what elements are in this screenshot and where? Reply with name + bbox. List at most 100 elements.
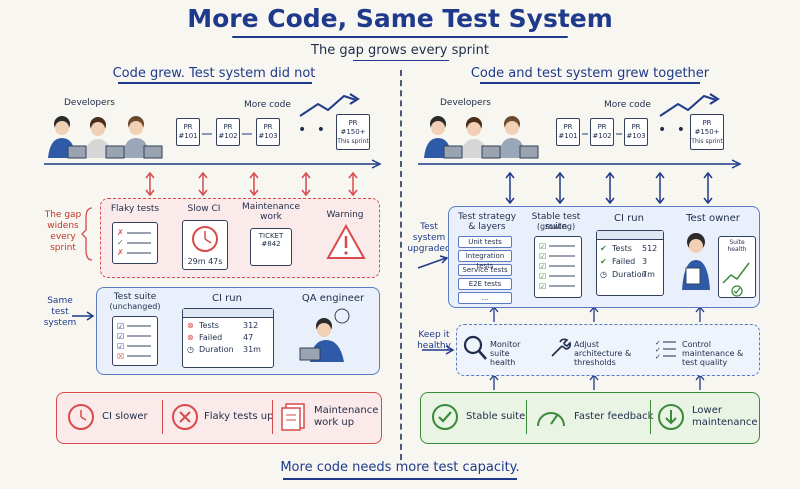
warning-label: Warning: [326, 210, 364, 220]
pr-card: PR#101: [176, 118, 200, 146]
checklist-icon: ✓ ✓ ✓: [655, 339, 676, 361]
pr-card: PR#101: [556, 118, 580, 146]
svg-text:✓: ✓: [117, 238, 124, 247]
developer-icon: [498, 116, 526, 158]
check-circle-icon: ✔: [600, 244, 607, 253]
right-developers-illustration: [424, 116, 539, 159]
down-arrow-circle-icon: [658, 404, 684, 430]
check-circle-icon: [432, 404, 458, 430]
left-more-code-label: More code: [244, 100, 291, 110]
ellipsis: • •: [658, 122, 688, 138]
pr-card: PR#102: [590, 118, 614, 146]
suite-note: (unchanged): [109, 302, 161, 311]
svg-text:✓: ✓: [655, 346, 661, 354]
svg-text:☑: ☑: [539, 282, 546, 291]
separator: [526, 400, 527, 434]
svg-text:☑: ☑: [539, 272, 546, 281]
svg-text:☑: ☑: [539, 262, 546, 271]
check-circle-icon: ✔: [600, 257, 607, 266]
qa-engineer-illustration: [299, 308, 350, 362]
layers-stack: Unit tests Integration tests Service tes…: [458, 236, 512, 304]
suite-health-label: Suite health: [727, 239, 747, 253]
svg-text:☑: ☑: [117, 342, 124, 351]
layer-tag: Service tests: [458, 264, 512, 276]
strategy-title: Test strategy & layers: [457, 212, 517, 232]
outcome-faster-feedback: Faster feedback: [574, 411, 654, 422]
outcome-lower-maintenance: Lower maintenance: [692, 405, 758, 428]
warning-icon: [326, 223, 366, 259]
svg-text:✓: ✓: [655, 353, 661, 361]
ticket-label: TICKET: [258, 232, 284, 240]
stable-suite-note: (growing): [536, 222, 576, 231]
svg-text:☒: ☒: [117, 352, 124, 361]
footer-caption: More code needs more test capacity.: [280, 460, 520, 475]
healthy-actions-box: [456, 324, 760, 376]
pr-card-last: PR#150+This sprint: [336, 114, 370, 150]
layer-tag: E2E tests: [458, 278, 512, 290]
flaky-checklist-card: ✗ ✓ ✗: [112, 222, 158, 264]
ticket-number: #842: [261, 240, 281, 248]
action-adjust: Adjust architecture & thresholds: [574, 340, 632, 367]
footer-underline: [283, 478, 517, 480]
upgraded-label: Test system upgraded: [407, 222, 451, 254]
developer-icon: [122, 116, 150, 158]
checklist-icon: ☑ ☑ ☑ ☒: [117, 322, 151, 361]
svg-text:☑: ☑: [539, 252, 546, 261]
suite-checklist-card: ☑ ☑ ☑ ☒: [112, 316, 158, 366]
right-more-code-label: More code: [604, 100, 651, 110]
pr-card: PR#103: [624, 118, 648, 146]
test-owner-illustration: [682, 233, 710, 290]
layer-tag: Integration tests: [458, 250, 512, 270]
svg-text:✗: ✗: [117, 228, 124, 237]
left-heading-underline: [118, 82, 312, 84]
x-circle-icon: [172, 404, 198, 430]
left-developers-label: Developers: [64, 98, 115, 108]
left-outcomes-box: [56, 392, 382, 444]
outcome-stable-suite: Stable suite: [466, 411, 526, 422]
developer-icon: [84, 117, 112, 158]
checklist-icon: ☑ ☑ ☑ ☑ ☑: [539, 242, 575, 291]
title-underline: [232, 36, 568, 38]
layer-tag: ...: [458, 292, 512, 304]
slow-ci-label: Slow CI: [187, 204, 221, 214]
svg-text:☑: ☑: [117, 322, 124, 331]
ci-run-title: CI run: [212, 293, 242, 304]
svg-text:✓: ✓: [655, 339, 661, 347]
trend-up-icon: [722, 262, 750, 297]
right-ci-run-title: CI run: [614, 213, 644, 224]
layer-tag: Unit tests: [458, 236, 512, 248]
fail-icon: ⊗: [187, 321, 194, 330]
page-subtitle: The gap grows every sprint: [311, 43, 489, 58]
separator: [272, 400, 273, 434]
outcome-ci-slower: CI slower: [102, 411, 148, 422]
center-divider: [400, 70, 402, 460]
maintenance-work-label: Maintenance work: [242, 202, 300, 222]
documents-icon: [281, 403, 305, 431]
right-heading: Code and test system grew together: [470, 66, 710, 81]
svg-text:✗: ✗: [117, 248, 124, 257]
clock-icon: ◷: [600, 270, 607, 279]
flaky-tests-label: Flaky tests: [110, 204, 160, 214]
slow-ci-time: 29m 47s: [187, 257, 223, 266]
keep-healthy-label: Keep it healthy: [417, 330, 451, 351]
stable-checklist-card: ☑ ☑ ☑ ☑ ☑: [534, 236, 582, 298]
checklist-icon: ✗ ✓ ✗: [117, 228, 151, 257]
subtitle-underline: [353, 60, 449, 61]
separator: [162, 400, 163, 434]
stable-suite-title: Stable test suite: [531, 212, 581, 232]
clock-icon: [68, 404, 94, 430]
pr-card: PR#103: [256, 118, 280, 146]
clock-icon: ◷: [187, 345, 194, 354]
right-heading-underline: [480, 82, 700, 84]
ci-run-header: [597, 231, 663, 240]
svg-text:☑: ☑: [539, 242, 546, 251]
gap-widens-label: The gap widens every sprint: [44, 210, 82, 253]
